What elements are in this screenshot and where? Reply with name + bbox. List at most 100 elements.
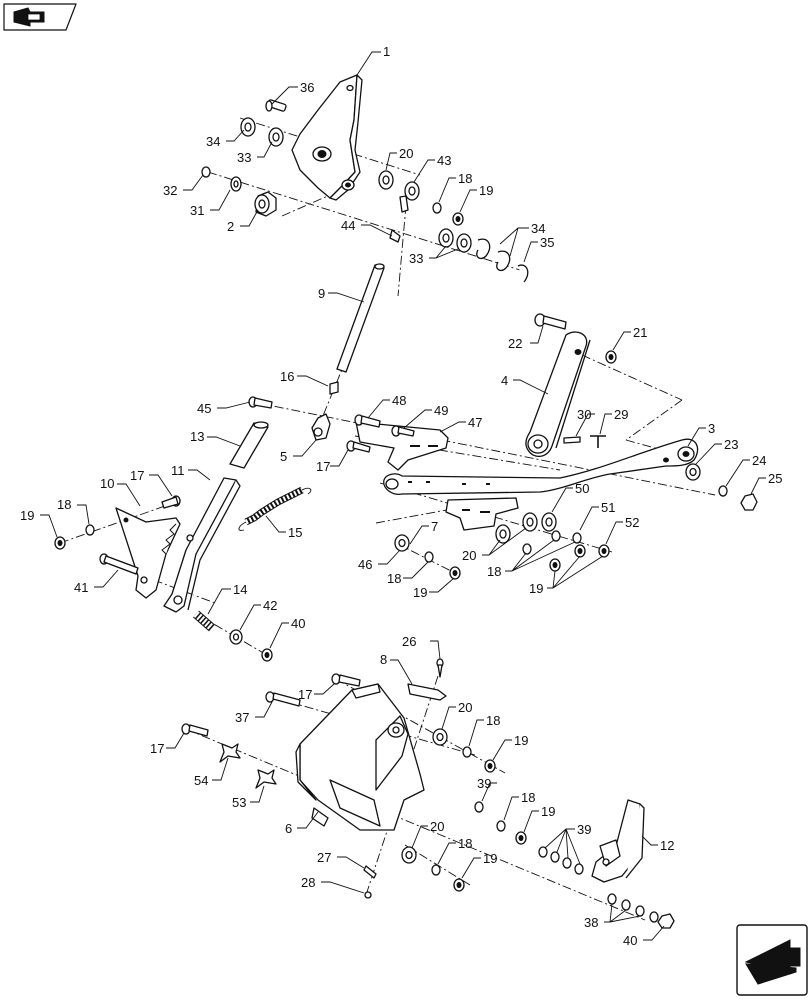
upper-pivot-bracket bbox=[291, 74, 363, 201]
callout-22: 22 bbox=[508, 336, 522, 351]
callout-19-left: 19 bbox=[20, 508, 34, 523]
callout-21: 21 bbox=[633, 325, 647, 340]
support-bracket-6 bbox=[295, 683, 425, 831]
callout-18-left: 18 bbox=[57, 497, 71, 512]
callout-16: 16 bbox=[280, 369, 294, 384]
callout-37: 37 bbox=[235, 710, 249, 725]
pins-27-28 bbox=[363, 865, 377, 899]
callout-18-top: 18 bbox=[458, 171, 472, 186]
callout-18-mid: 18 bbox=[387, 571, 401, 586]
callout-8: 8 bbox=[380, 652, 387, 667]
callout-46: 46 bbox=[358, 557, 372, 572]
pedal-washers-39 bbox=[538, 846, 584, 875]
callout-30: 30 bbox=[577, 407, 591, 422]
compression-spring-14 bbox=[193, 610, 273, 662]
callout-35: 35 bbox=[540, 235, 554, 250]
callout-53: 53 bbox=[232, 795, 246, 810]
callout-19-mid-right: 19 bbox=[529, 581, 543, 596]
extension-spring-15 bbox=[238, 486, 312, 531]
small-plate-8 bbox=[407, 658, 447, 701]
callout-38: 38 bbox=[584, 915, 598, 930]
bolt-45 bbox=[248, 396, 273, 409]
bolt-22 bbox=[534, 313, 567, 330]
callout-6: 6 bbox=[285, 821, 292, 836]
callout-18-mid-right: 18 bbox=[487, 564, 501, 579]
callout-17-mid: 17 bbox=[316, 459, 330, 474]
callout-12: 12 bbox=[660, 838, 674, 853]
callout-20-bracket: 20 bbox=[458, 700, 472, 715]
callout-18-bracket-lower: 18 bbox=[521, 790, 535, 805]
upper-right-hardware bbox=[378, 170, 529, 283]
pedal-hardware-38-40 bbox=[607, 893, 675, 929]
callout-14: 14 bbox=[233, 582, 247, 597]
keys-29-30 bbox=[563, 435, 606, 448]
callout-33-right: 33 bbox=[409, 251, 423, 266]
plate-7 bbox=[445, 497, 519, 531]
upper-left-hardware bbox=[201, 99, 287, 217]
callout-19-top: 19 bbox=[479, 183, 493, 198]
callout-19-bracket-lower: 19 bbox=[541, 804, 555, 819]
callout-9: 9 bbox=[318, 286, 325, 301]
rod-clevis bbox=[311, 413, 331, 441]
left-hardware bbox=[54, 495, 181, 575]
lever-bracket-47 bbox=[355, 421, 449, 471]
callout-23: 23 bbox=[724, 437, 738, 452]
callout-43: 43 bbox=[437, 153, 451, 168]
callout-49: 49 bbox=[434, 403, 448, 418]
nut-21 bbox=[605, 350, 617, 364]
callout-40-spring: 40 bbox=[291, 616, 305, 631]
callout-11: 11 bbox=[171, 463, 185, 478]
callout-24: 24 bbox=[752, 453, 766, 468]
callout-18-bracket: 18 bbox=[486, 713, 500, 728]
callout-13: 13 bbox=[190, 429, 204, 444]
callout-48: 48 bbox=[392, 393, 406, 408]
control-rod bbox=[329, 263, 385, 395]
callout-17-bracket: 17 bbox=[298, 687, 312, 702]
next-page-arrow-icon[interactable] bbox=[736, 924, 808, 996]
long-pivot-lever bbox=[383, 438, 699, 495]
callout-33-left: 33 bbox=[237, 150, 251, 165]
hand-lever-11 bbox=[163, 477, 241, 613]
callout-41: 41 bbox=[74, 580, 88, 595]
callout-29: 29 bbox=[614, 407, 628, 422]
upper-lever-arm bbox=[525, 331, 591, 457]
callout-10: 10 bbox=[100, 476, 114, 491]
bracket-bolts bbox=[181, 673, 361, 737]
lever-end-hardware bbox=[685, 463, 758, 511]
callout-32: 32 bbox=[163, 183, 177, 198]
callout-4: 4 bbox=[501, 373, 508, 388]
callout-26: 26 bbox=[402, 634, 416, 649]
callout-5: 5 bbox=[280, 449, 287, 464]
handle-bar-13 bbox=[229, 421, 269, 469]
callout-15: 15 bbox=[288, 525, 302, 540]
callout-39-pedal: 39 bbox=[577, 822, 591, 837]
callout-36: 36 bbox=[300, 80, 314, 95]
callout-51: 51 bbox=[601, 500, 615, 515]
callout-34-right: 34 bbox=[531, 221, 545, 236]
bracket-right-hardware bbox=[401, 728, 527, 892]
callout-28: 28 bbox=[301, 875, 315, 890]
callout-52: 52 bbox=[625, 515, 639, 530]
mid-right-hardware bbox=[495, 512, 610, 572]
callout-20-mid: 20 bbox=[462, 548, 476, 563]
callout-45: 45 bbox=[197, 401, 211, 416]
foot-pedal-12 bbox=[591, 799, 645, 883]
callout-42: 42 bbox=[263, 598, 277, 613]
callout-1: 1 bbox=[383, 44, 390, 59]
callout-labels: 1 2 3 4 5 6 7 8 9 10 11 12 13 14 15 16 1… bbox=[20, 44, 782, 948]
callout-27: 27 bbox=[317, 850, 331, 865]
callout-54: 54 bbox=[194, 773, 208, 788]
callout-31: 31 bbox=[190, 203, 204, 218]
callout-44: 44 bbox=[341, 218, 355, 233]
callout-20-top: 20 bbox=[399, 146, 413, 161]
callout-3: 3 bbox=[708, 421, 715, 436]
callout-19-mid: 19 bbox=[413, 585, 427, 600]
ratchet-plate-10 bbox=[115, 507, 181, 599]
callout-leaders bbox=[40, 51, 766, 941]
callout-50: 50 bbox=[575, 481, 589, 496]
callout-17-lower-left: 17 bbox=[150, 741, 164, 756]
callout-40-pedal: 40 bbox=[623, 933, 637, 948]
parts-catalog-nav-icon[interactable] bbox=[3, 3, 77, 31]
callout-18-bottom: 18 bbox=[458, 836, 472, 851]
